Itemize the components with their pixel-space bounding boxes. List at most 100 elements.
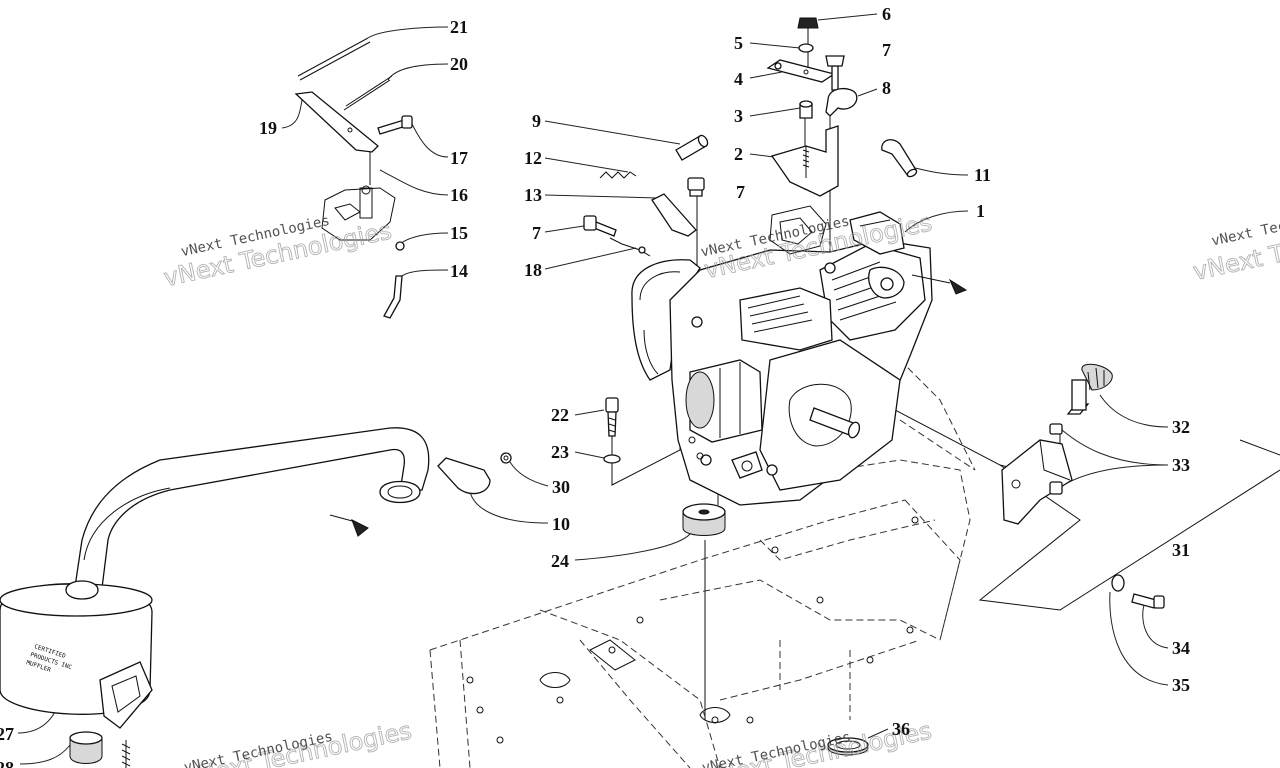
- leader-28: [19, 744, 71, 765]
- washer-35: [1111, 574, 1125, 592]
- callout-6: 6: [882, 4, 891, 24]
- arrow-engine-right: [948, 278, 968, 295]
- leader-1: [904, 210, 969, 233]
- cable-21: [297, 37, 369, 77]
- muffler-27: CERTIFIED PRODUCTS INC MUFFLER: [0, 580, 153, 729]
- leader-30: [509, 461, 549, 487]
- knob-32: [1066, 363, 1113, 415]
- callout-5: 5: [734, 33, 743, 53]
- callout-32: 32: [1172, 417, 1190, 437]
- callout-8: 8: [882, 78, 891, 98]
- leader-3: [749, 107, 801, 117]
- callout-31: 31: [1172, 540, 1190, 560]
- leader-6: [817, 13, 878, 21]
- leader-32: [1099, 394, 1169, 428]
- callout-11: 11: [974, 165, 991, 185]
- leader-20: [387, 63, 449, 81]
- leader-11: [914, 167, 969, 176]
- lever-19: [294, 91, 379, 153]
- leader-lines: [17, 13, 1169, 765]
- leader-5: [749, 42, 801, 49]
- callout-30: 30: [552, 477, 570, 497]
- spring-12: [599, 171, 637, 179]
- exhaust-pipe-10: [69, 427, 430, 621]
- callout-12: 12: [524, 148, 542, 168]
- callout-17: 17: [450, 148, 468, 168]
- callout-34: 34: [1172, 638, 1190, 658]
- leader-4: [749, 71, 783, 79]
- leader-22: [574, 409, 605, 416]
- callout-3: 3: [734, 106, 743, 126]
- leader-17: [411, 123, 449, 158]
- callout-7-c: 7: [882, 40, 891, 60]
- leader-33b: [1061, 464, 1169, 487]
- bracket-16: [321, 187, 396, 241]
- spring-hook: [121, 740, 131, 768]
- callout-23: 23: [551, 442, 569, 462]
- screw-7b: [593, 221, 617, 237]
- callout-15: 15: [450, 223, 468, 243]
- callout-20: 20: [450, 54, 468, 74]
- leader-35: [1109, 591, 1169, 686]
- callout-19: 19: [259, 118, 277, 138]
- bolt-7c: [831, 65, 839, 91]
- leader-23: [574, 451, 605, 459]
- watermark-1: vNext Technologies vNext Technologies: [161, 213, 395, 293]
- leader-36: [867, 728, 889, 739]
- callout-7-b: 7: [532, 223, 541, 243]
- callout-27: 27: [0, 724, 14, 744]
- bolt-34: [1131, 593, 1165, 609]
- leader-33a: [1061, 429, 1169, 466]
- callout-1: 1: [976, 201, 985, 221]
- leader-19: [281, 99, 303, 129]
- callout-4: 4: [734, 69, 743, 89]
- clip-18: [609, 237, 651, 257]
- callout-35: 35: [1172, 675, 1190, 695]
- spacers-33: [1049, 423, 1063, 495]
- leader-8: [857, 88, 878, 97]
- watermark-3: vNext Technologies vNext Technologies: [1190, 202, 1280, 286]
- clip-15: [395, 241, 405, 251]
- leader-12: [544, 157, 629, 173]
- breather-hose-11: [881, 139, 918, 178]
- callout-10: 10: [552, 514, 570, 534]
- leader-34: [1142, 604, 1169, 649]
- leader-14: [401, 269, 449, 277]
- callout-22: 22: [551, 405, 569, 425]
- bolt-22-washer-23: [603, 397, 621, 464]
- cap-36: [827, 737, 869, 756]
- callout-numbers: 21 20 19 17 16 15 14 9 12 13 7 7 18 6 5 …: [0, 4, 1190, 768]
- leader-15: [399, 232, 449, 245]
- bracket-31: [1001, 439, 1073, 525]
- callout-7-a: 7: [736, 182, 745, 202]
- bracket-group: [766, 17, 858, 197]
- leader-18: [544, 247, 637, 270]
- grommet-28: [69, 731, 103, 764]
- arrow-muffler: [351, 518, 369, 537]
- leader-21: [367, 26, 449, 39]
- callout-2: 2: [734, 144, 743, 164]
- washer-5: [798, 43, 814, 53]
- rod-14: [383, 275, 403, 319]
- governor-group: [583, 134, 709, 257]
- isolator-24: [682, 503, 726, 536]
- callout-16: 16: [450, 185, 468, 205]
- nut-6: [797, 17, 819, 29]
- leader-7b: [544, 224, 591, 233]
- callout-14: 14: [450, 261, 468, 281]
- cable-20: [343, 79, 391, 111]
- engine-1: [631, 205, 933, 506]
- leader-24: [574, 533, 691, 561]
- callout-33: 33: [1172, 455, 1190, 475]
- clamp-30: [437, 452, 512, 495]
- leader-16: [379, 169, 449, 196]
- throttle-linkage-group: [294, 37, 413, 319]
- callout-28: 28: [0, 758, 14, 768]
- callout-24: 24: [551, 551, 569, 571]
- clamp-8: [825, 88, 858, 117]
- link-13: [651, 193, 697, 237]
- leader-13: [544, 194, 659, 199]
- callout-9: 9: [532, 111, 541, 131]
- callout-13: 13: [524, 185, 542, 205]
